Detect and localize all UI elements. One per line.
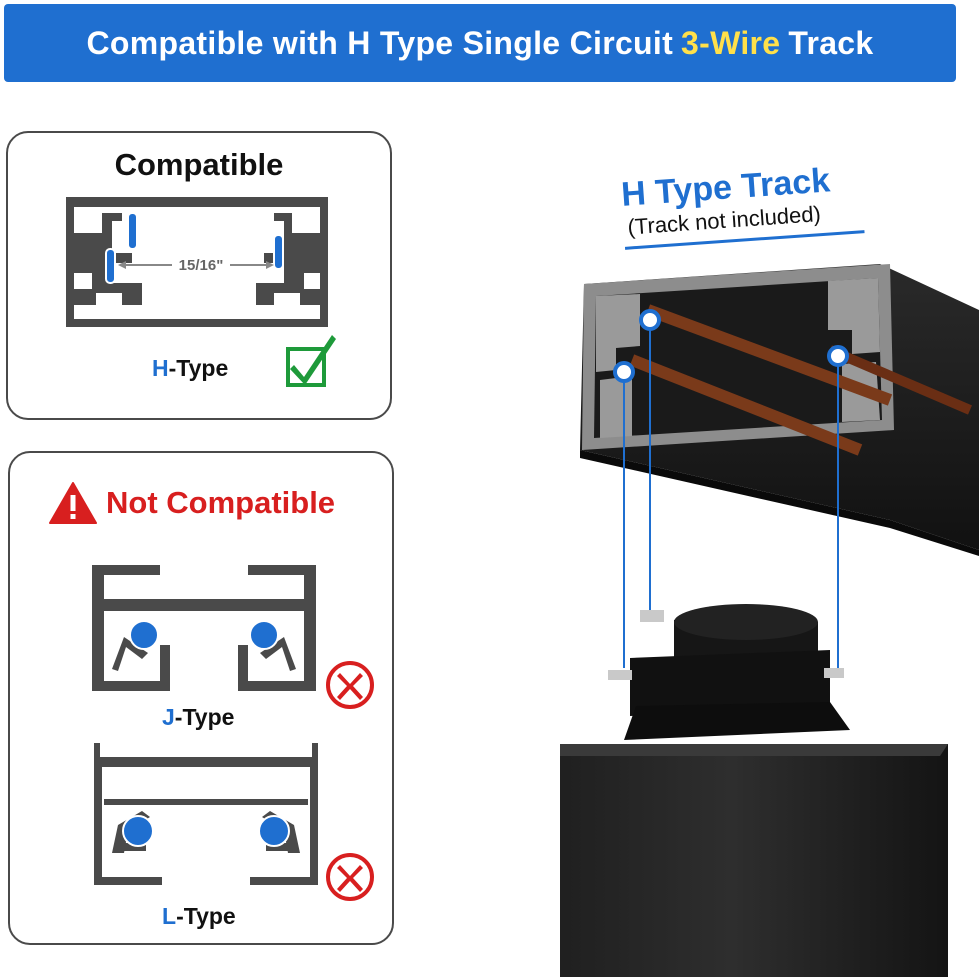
j-type-profile-diagram	[92, 565, 316, 691]
contact-ball	[129, 620, 159, 650]
banner-suffix: Track	[788, 24, 874, 61]
l-type-profile-diagram	[94, 743, 318, 885]
contact-marker	[827, 345, 849, 367]
compatible-title: Compatible	[114, 147, 284, 182]
l-type-suffix: -Type	[176, 903, 236, 929]
banner-prefix: Compatible with H Type Single Circuit	[86, 24, 674, 61]
not-compatible-panel: Not Compatible J-Type L-Type	[8, 451, 394, 945]
contact-marker	[639, 309, 661, 331]
adapter-body	[560, 744, 948, 977]
dimension-label: 15/16"	[179, 257, 224, 274]
contact-marker	[613, 361, 635, 383]
l-type-label: L-Type	[162, 903, 236, 930]
h-type-suffix: -Type	[168, 355, 229, 381]
header-banner: Compatible with H Type Single Circuit 3-…	[4, 4, 956, 82]
contact-ball	[249, 620, 279, 650]
contact-bar	[127, 212, 138, 250]
j-type-suffix: -Type	[174, 704, 235, 730]
not-compatible-heading: Not Compatible	[48, 481, 335, 525]
l-type-letter: L	[162, 903, 177, 929]
contact-bar	[105, 248, 116, 284]
track-title-block: H Type Track (Track not included)	[620, 159, 865, 250]
green-checkbox-icon	[286, 335, 336, 387]
contact-ball	[122, 815, 154, 847]
compatible-panel: Compatible 15/16" H-Type	[6, 131, 392, 420]
h-type-profile-diagram: 15/16"	[66, 197, 328, 327]
red-x-icon	[326, 661, 374, 709]
j-type-letter: J	[162, 704, 175, 730]
banner-highlight: 3-Wire	[681, 24, 781, 61]
contact-bar	[273, 234, 284, 270]
h-type-label: H-Type	[152, 355, 228, 382]
j-type-label: J-Type	[162, 704, 234, 731]
h-type-letter: H	[152, 355, 169, 381]
track-and-adapter-illustration	[560, 264, 979, 977]
not-compatible-title: Not Compatible	[106, 485, 336, 520]
warning-triangle-icon	[49, 482, 97, 524]
red-x-icon	[326, 853, 374, 901]
contact-ball	[258, 815, 290, 847]
